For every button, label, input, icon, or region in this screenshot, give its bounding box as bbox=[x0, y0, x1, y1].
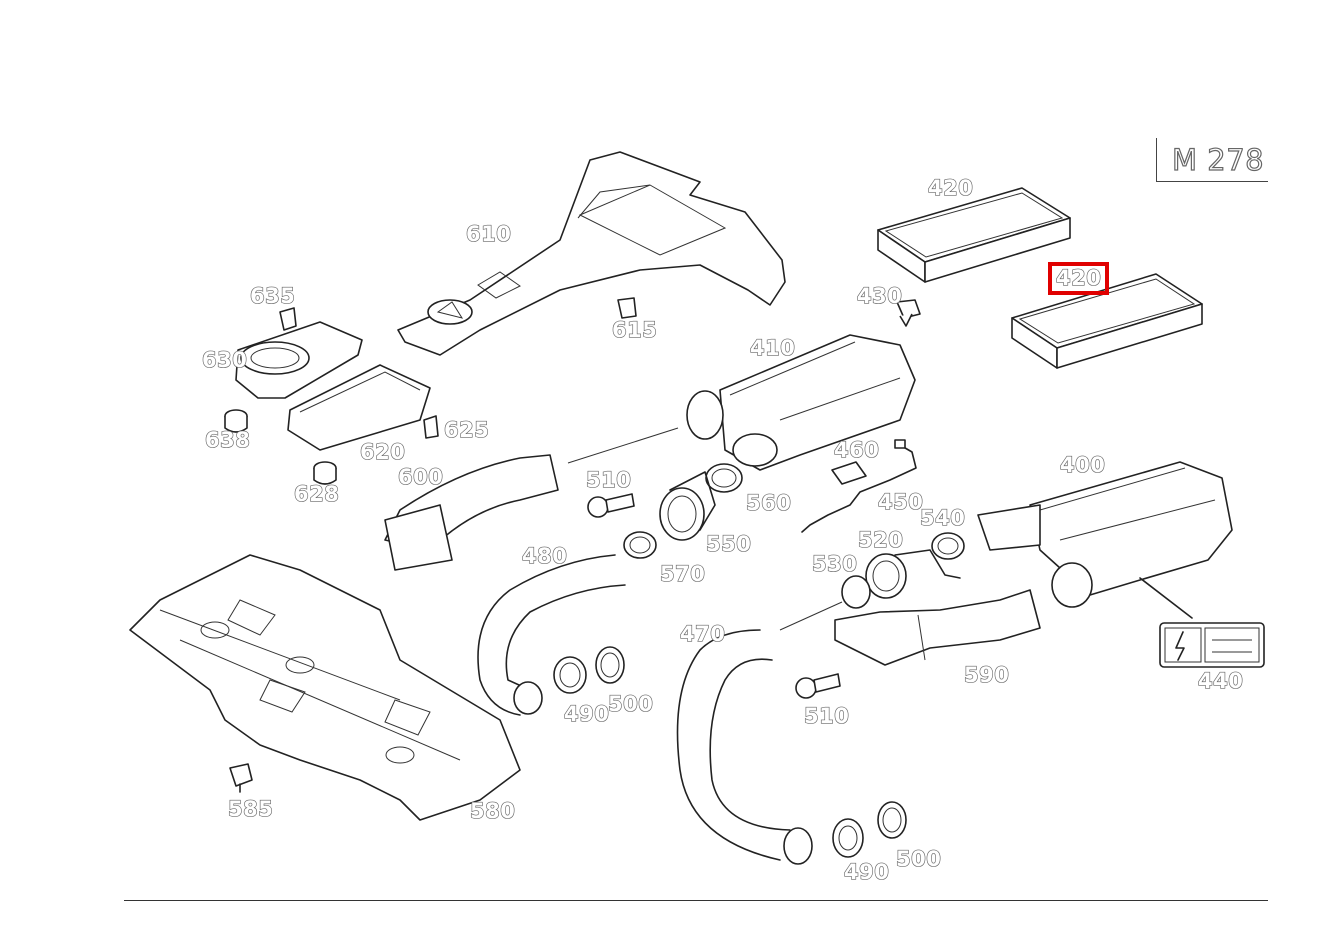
part-label-610[interactable]: 610 bbox=[465, 222, 512, 246]
part-label-628[interactable]: 628 bbox=[293, 482, 340, 506]
sensor-460[interactable] bbox=[831, 461, 867, 485]
intake-duct-620[interactable] bbox=[287, 364, 431, 451]
footer-divider bbox=[124, 900, 1268, 901]
grommet-638[interactable] bbox=[224, 409, 248, 433]
electric-hazard-icon bbox=[1175, 631, 1185, 661]
part-label-460[interactable]: 460 bbox=[833, 438, 880, 462]
air-filter-housing-400[interactable] bbox=[977, 461, 1233, 619]
model-box bbox=[1156, 138, 1268, 182]
part-label-630[interactable]: 630 bbox=[201, 348, 248, 372]
part-label-510-upper[interactable]: 510 bbox=[585, 468, 632, 492]
sensor-430[interactable] bbox=[896, 299, 921, 327]
part-label-530[interactable]: 530 bbox=[811, 552, 858, 576]
part-label-410[interactable]: 410 bbox=[749, 336, 796, 360]
sleeve-490-upper[interactable] bbox=[553, 656, 587, 694]
intake-hose-480[interactable] bbox=[477, 554, 626, 716]
air-filter-element-lower[interactable] bbox=[1011, 273, 1203, 369]
part-label-635[interactable]: 635 bbox=[249, 284, 296, 308]
leader-line-470 bbox=[779, 601, 843, 631]
clip-625[interactable] bbox=[423, 415, 439, 439]
part-label-500-lower[interactable]: 500 bbox=[895, 847, 942, 871]
air-filter-housing-410[interactable] bbox=[686, 334, 916, 471]
intake-hose-600[interactable] bbox=[384, 454, 559, 571]
part-label-585[interactable]: 585 bbox=[227, 797, 274, 821]
part-label-490-upper[interactable]: 490 bbox=[563, 702, 610, 726]
part-label-520[interactable]: 520 bbox=[857, 528, 904, 552]
leader-line-410 bbox=[567, 427, 679, 464]
part-label-590[interactable]: 590 bbox=[963, 663, 1010, 687]
air-mass-sensor-550[interactable] bbox=[659, 471, 716, 541]
sleeve-490-lower[interactable] bbox=[832, 818, 864, 858]
clamp-500-upper[interactable] bbox=[595, 646, 625, 684]
intake-hose-470[interactable] bbox=[676, 629, 813, 865]
part-label-560[interactable]: 560 bbox=[745, 491, 792, 515]
manual-wrench-icon bbox=[1212, 639, 1252, 653]
part-label-620[interactable]: 620 bbox=[359, 440, 406, 464]
engine-cover[interactable] bbox=[397, 151, 786, 356]
part-label-510-lower[interactable]: 510 bbox=[803, 704, 850, 728]
air-filter-element-upper[interactable] bbox=[877, 187, 1071, 283]
bolt-510-lower[interactable] bbox=[795, 673, 841, 699]
clip-585[interactable] bbox=[229, 763, 253, 793]
part-label-400[interactable]: 400 bbox=[1059, 453, 1106, 477]
part-label-420-highlighted[interactable]: 420 bbox=[1047, 262, 1110, 295]
clip-615[interactable] bbox=[617, 297, 637, 319]
part-label-500-upper[interactable]: 500 bbox=[607, 692, 654, 716]
clamp-500-lower[interactable] bbox=[877, 801, 907, 839]
bolt-510-upper[interactable] bbox=[587, 493, 635, 518]
part-label-540[interactable]: 540 bbox=[919, 506, 966, 530]
clamp-570[interactable] bbox=[623, 531, 657, 559]
air-mass-sensor-520[interactable] bbox=[865, 549, 961, 599]
clamp-560[interactable] bbox=[705, 463, 743, 493]
part-label-470[interactable]: 470 bbox=[679, 622, 726, 646]
part-label-430[interactable]: 430 bbox=[856, 284, 903, 308]
engine-model-label: M 278 bbox=[1171, 142, 1265, 177]
part-label-625[interactable]: 625 bbox=[443, 418, 490, 442]
part-label-440[interactable]: 440 bbox=[1197, 669, 1244, 693]
part-label-550[interactable]: 550 bbox=[705, 532, 752, 556]
underbody-cover-580[interactable] bbox=[129, 554, 521, 821]
part-label-450[interactable]: 450 bbox=[877, 490, 924, 514]
intake-duct-590[interactable] bbox=[834, 589, 1041, 666]
part-label-490-lower[interactable]: 490 bbox=[843, 860, 890, 884]
part-label-420-upper[interactable]: 420 bbox=[927, 176, 974, 200]
part-label-638[interactable]: 638 bbox=[204, 428, 251, 452]
part-label-580[interactable]: 580 bbox=[469, 799, 516, 823]
clamp-530[interactable] bbox=[841, 575, 871, 609]
grommet-628[interactable] bbox=[313, 461, 337, 485]
part-label-570[interactable]: 570 bbox=[659, 562, 706, 586]
intake-cover-630[interactable] bbox=[235, 321, 363, 399]
part-label-480[interactable]: 480 bbox=[521, 544, 568, 568]
part-label-600[interactable]: 600 bbox=[397, 465, 444, 489]
warning-label-440[interactable] bbox=[1159, 622, 1265, 668]
clip-635[interactable] bbox=[279, 307, 297, 331]
cable-harness-450[interactable] bbox=[801, 439, 917, 533]
part-label-615[interactable]: 615 bbox=[611, 318, 658, 342]
clamp-540[interactable] bbox=[931, 532, 965, 560]
